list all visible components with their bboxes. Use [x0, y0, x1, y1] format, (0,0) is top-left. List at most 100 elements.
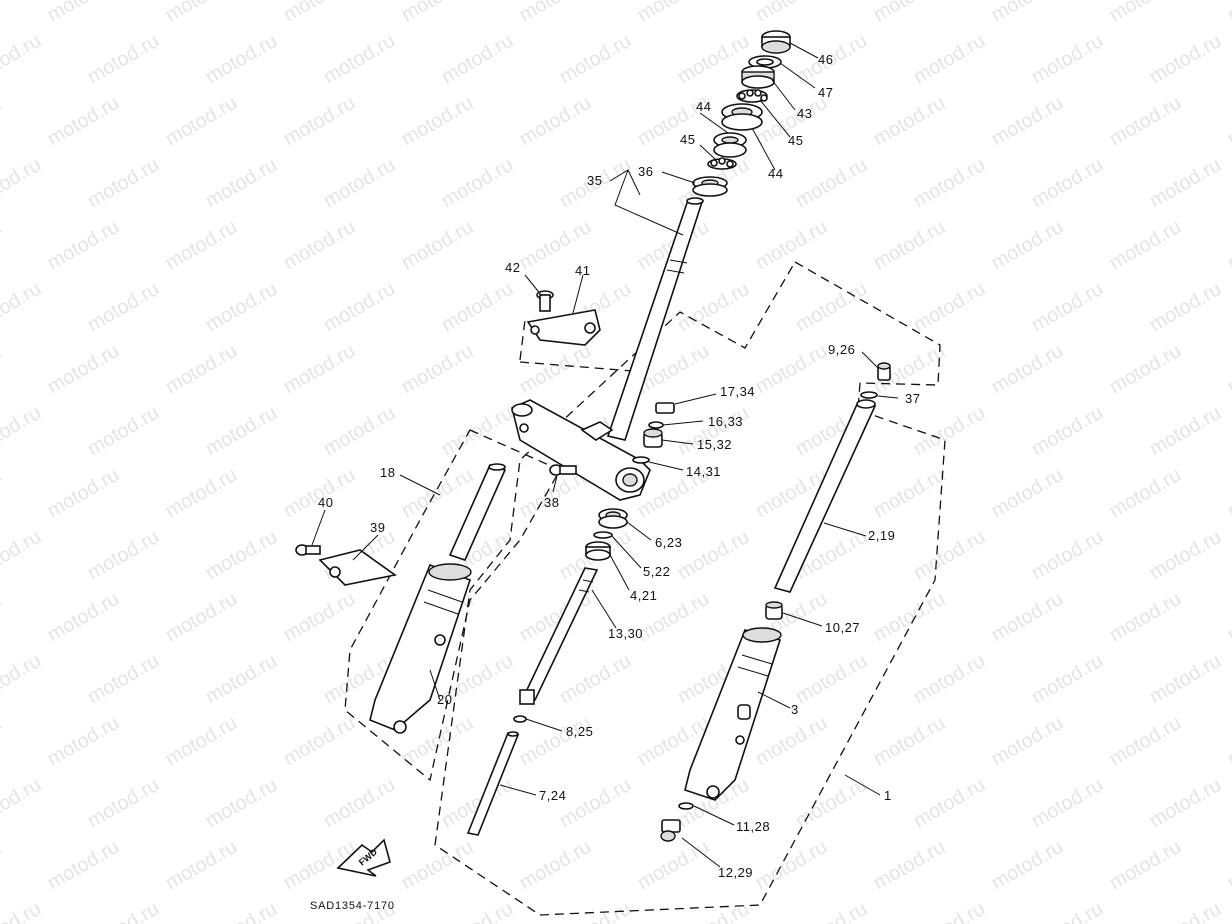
callout-46: 46: [818, 52, 833, 67]
watermark-text: motod.ru: [84, 774, 163, 833]
watermark-text: motod.ru: [438, 278, 517, 337]
watermark-text: motod.ru: [988, 0, 1067, 26]
watermark-text: motod.ru: [202, 526, 281, 585]
watermark-text: motod.ru: [1106, 464, 1185, 523]
watermark-text: motod.ru: [1146, 30, 1225, 89]
watermark-text: motod.ru: [1224, 712, 1232, 771]
lower-bearing-seat: [692, 176, 728, 197]
watermark-text: motod.ru: [1146, 278, 1225, 337]
inner-tube-2-19: [773, 399, 877, 593]
watermark-text: motod.ru: [280, 92, 359, 151]
watermark-text: motod.ru: [752, 340, 831, 399]
callout-35: 35: [587, 173, 602, 188]
watermark-text: motod.ru: [1106, 588, 1185, 647]
callout-11-28: 11,28: [736, 819, 770, 834]
upper-bearing-cup: [721, 103, 763, 131]
watermark-text: motod.ru: [1224, 0, 1232, 26]
watermark-text: motod.ru: [438, 402, 517, 461]
assembly-outlines: [344, 261, 946, 916]
watermark-text: motod.ru: [870, 836, 949, 895]
callout-43: 43: [797, 106, 812, 121]
cap-nut: [761, 30, 791, 54]
watermark-text: motod.ru: [870, 0, 949, 26]
watermark-text: motod.ru: [320, 402, 399, 461]
callout-17-34: 17,34: [720, 384, 755, 399]
watermark-text: motod.ru: [634, 836, 713, 895]
watermark-text: motod.ru: [438, 154, 517, 213]
watermark-text: motod.ru: [162, 464, 241, 523]
watermark-text: motod.ru: [398, 0, 477, 26]
watermark-text: motod.ru: [1146, 526, 1225, 585]
under-bracket: [511, 399, 651, 501]
watermark-text: motod.ru: [398, 464, 477, 523]
watermark-text: motod.ru: [752, 712, 831, 771]
watermark-text: motod.ru: [1146, 774, 1225, 833]
watermark-text: motod.ru: [988, 464, 1067, 523]
watermark-text: motod.ru: [516, 0, 595, 26]
seal-6-23: [598, 508, 628, 529]
watermark-text: motod.ru: [84, 30, 163, 89]
callout-5-22: 5,22: [643, 564, 670, 579]
watermark-text: motod.ru: [162, 836, 241, 895]
watermark-text: motod.ru: [516, 836, 595, 895]
watermark-text: motod.ru: [870, 712, 949, 771]
callout-42: 42: [505, 260, 520, 275]
watermark-text: motod.ru: [44, 712, 123, 771]
watermark-text: motod.ru: [1106, 340, 1185, 399]
bolt-40: [295, 544, 321, 556]
watermark-text: motod.ru: [674, 278, 753, 337]
callout-1: 1: [884, 788, 892, 803]
callout-10-27: 10,27: [825, 620, 860, 635]
watermark-text: motod.ru: [0, 30, 45, 89]
watermark-text: motod.ru: [1224, 92, 1232, 151]
watermark-text: motod.ru: [0, 712, 5, 771]
clip-5-22: [593, 531, 613, 539]
callout-6-23: 6,23: [655, 535, 682, 550]
watermark-text: motod.ru: [162, 216, 241, 275]
watermark-text: motod.ru: [988, 216, 1067, 275]
left-fork-assembly: [369, 463, 507, 734]
callout-39: 39: [370, 520, 385, 535]
watermark-text: motod.ru: [752, 216, 831, 275]
watermark-text: motod.ru: [988, 588, 1067, 647]
bolt-12-29: [660, 819, 681, 842]
watermark-text: motod.ru: [0, 0, 5, 26]
small-fork-parts: [549, 402, 675, 561]
watermark-text: motod.ru: [202, 30, 281, 89]
top-bracket-outline: [519, 361, 646, 373]
watermark-text: motod.ru: [320, 774, 399, 833]
watermark-text: motod.ru: [1146, 154, 1225, 213]
watermark-text: motod.ru: [280, 464, 359, 523]
watermark-text: motod.ru: [1224, 588, 1232, 647]
watermark-text: motod.ru: [910, 30, 989, 89]
watermark-text: motod.ru: [162, 340, 241, 399]
watermark-text: motod.ru: [516, 712, 595, 771]
bolt-9-26: [877, 362, 891, 381]
watermark-text: motod.ru: [44, 216, 123, 275]
watermark-text: motod.ru: [674, 526, 753, 585]
callout-8-25: 8,25: [566, 724, 593, 739]
watermark-text: motod.ru: [202, 774, 281, 833]
watermark-text: motod.ru: [1224, 216, 1232, 275]
ring-nut: [741, 65, 775, 89]
watermark-text: motod.ru: [988, 92, 1067, 151]
watermark-text: motod.ru: [84, 154, 163, 213]
watermark-text: motod.ru: [1224, 340, 1232, 399]
watermark-text: motod.ru: [44, 340, 123, 399]
lower-bearing-cup: [713, 132, 747, 158]
watermark-text: motod.ru: [1106, 712, 1185, 771]
watermark-text: motod.ru: [0, 526, 45, 585]
callout-40: 40: [318, 495, 333, 510]
watermark-text: motod.ru: [84, 278, 163, 337]
watermark-text: motod.ru: [1028, 154, 1107, 213]
watermark-text: motod.ru: [1028, 526, 1107, 585]
watermark-text: motod.ru: [1028, 402, 1107, 461]
cap-17-34: [655, 402, 675, 414]
watermark-text: motod.ru: [162, 588, 241, 647]
watermark-text: motod.ru: [1224, 464, 1232, 523]
callout-18: 18: [380, 465, 395, 480]
callout-38: 38: [544, 495, 559, 510]
leader-lines: [311, 42, 899, 868]
watermark-text: motod.ru: [44, 464, 123, 523]
